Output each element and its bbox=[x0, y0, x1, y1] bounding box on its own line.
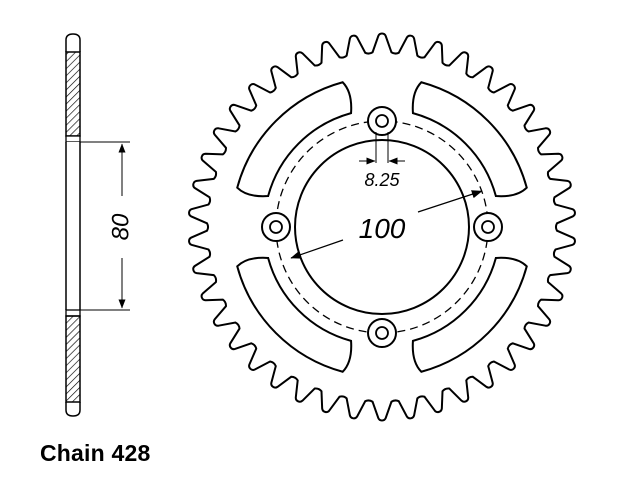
side-hub-collar-lower bbox=[65, 309, 81, 317]
side-hub-collar-upper bbox=[65, 135, 81, 143]
side-tooth-bottom bbox=[65, 402, 81, 417]
bolt-hole-right bbox=[473, 212, 503, 242]
pcd-dimension-label: 100 bbox=[359, 213, 406, 244]
lightening-hole-bottom-left bbox=[236, 256, 353, 373]
side-hatch-lower bbox=[65, 315, 81, 403]
lightening-hole-top-left bbox=[236, 81, 353, 198]
bore-dimension: 80 bbox=[80, 141, 134, 311]
side-hatch-upper bbox=[65, 51, 81, 137]
bolt-hole-dimension-label: 8.25 bbox=[364, 170, 400, 190]
lightening-hole-top-right bbox=[411, 81, 528, 198]
lightening-hole-bottom-right bbox=[411, 256, 528, 373]
bolt-hole-bottom bbox=[367, 318, 397, 348]
side-tooth-top bbox=[65, 33, 81, 52]
side-bore-gap bbox=[66, 142, 80, 310]
bolt-hole-left bbox=[261, 212, 291, 242]
bolt-hole-dimension: 8.25 bbox=[359, 132, 405, 190]
center-bore bbox=[294, 139, 470, 315]
pcd-dimension: 100 bbox=[290, 190, 483, 259]
side-view: 80 bbox=[65, 33, 134, 417]
bore-dimension-label: 80 bbox=[107, 213, 134, 240]
lightening-holes bbox=[236, 81, 528, 373]
bolt-hole-top bbox=[367, 106, 397, 136]
chain-caption: Chain 428 bbox=[40, 440, 151, 466]
sprocket-outline bbox=[188, 32, 576, 422]
bolt-holes bbox=[261, 106, 503, 348]
front-view: 8.25 100 bbox=[188, 32, 576, 422]
